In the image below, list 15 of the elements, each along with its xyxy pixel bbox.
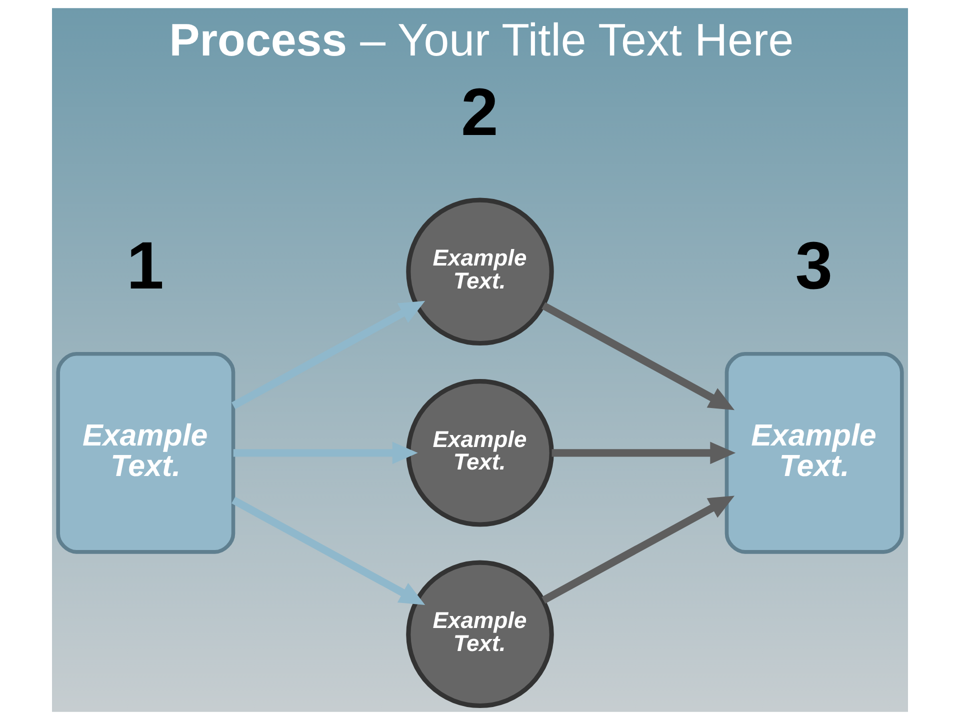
node-circle: Example Text.: [406, 379, 554, 527]
node-label: 3: [795, 228, 833, 304]
arrow: [232, 496, 426, 605]
arrow: [233, 442, 418, 464]
node-label: 2: [460, 74, 498, 150]
arrow: [542, 302, 735, 410]
arrow: [542, 496, 735, 604]
node-box: Example Text.: [724, 352, 904, 554]
node-label: 1: [126, 228, 164, 304]
node-circle: Example Text.: [406, 560, 554, 708]
node-circle: Example Text.: [406, 198, 554, 346]
arrow: [552, 442, 736, 464]
diagram-title: Process – Your Title Text Here: [169, 14, 794, 66]
arrow: [232, 300, 426, 410]
node-box: Example Text.: [56, 352, 236, 554]
